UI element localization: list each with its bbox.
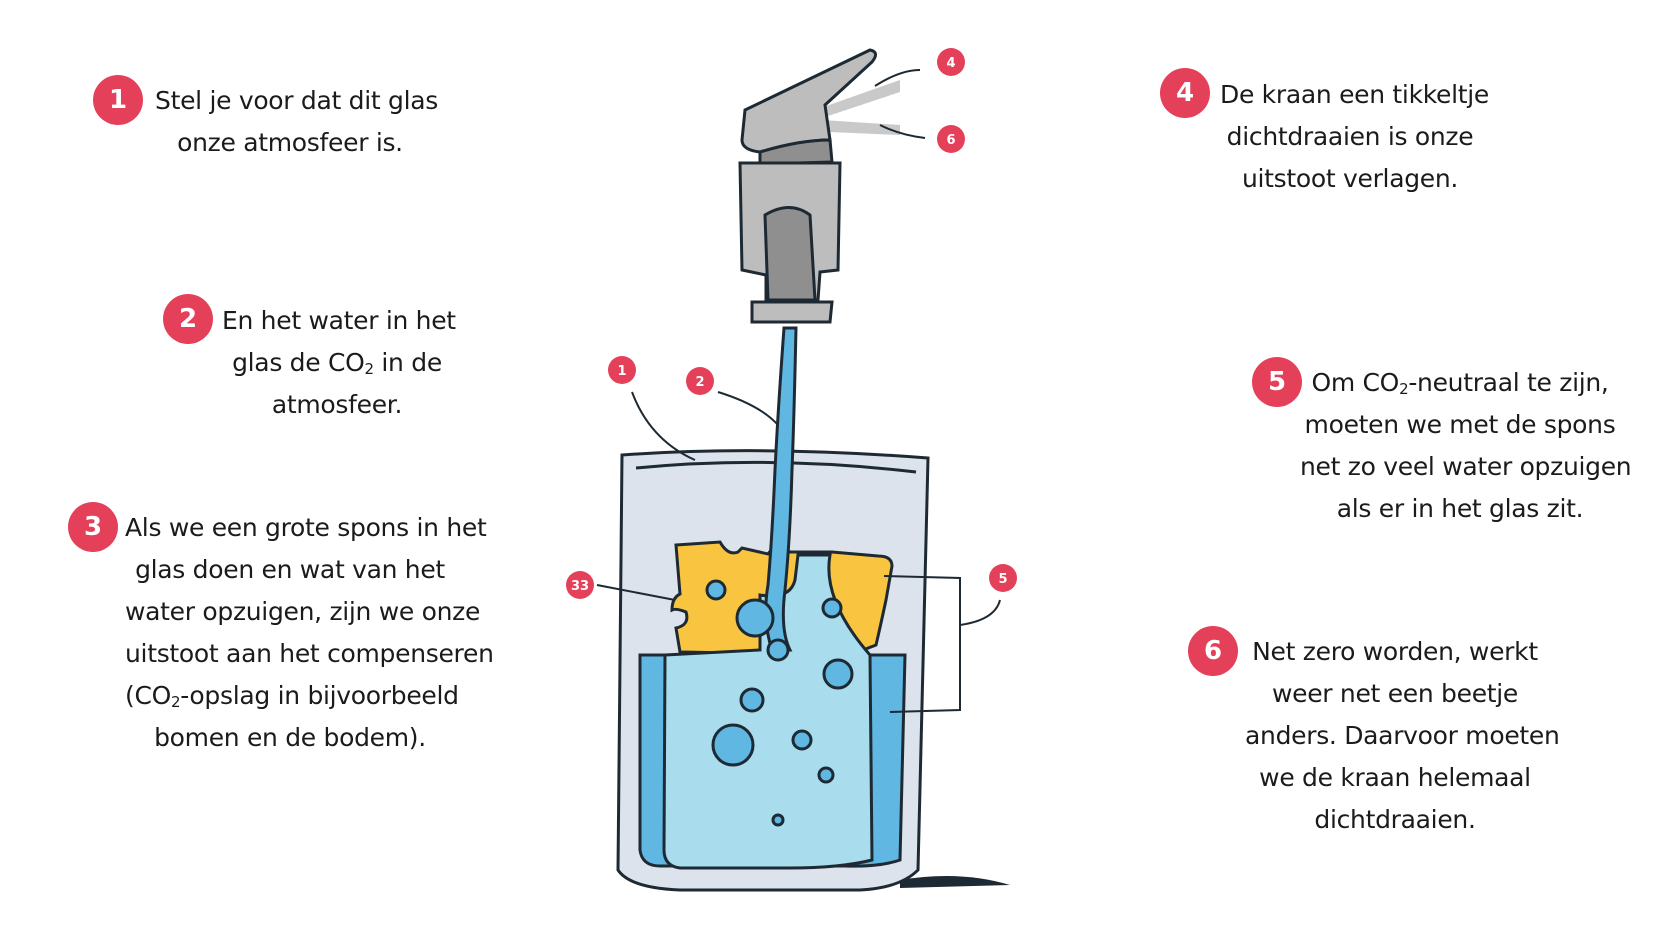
tap-handle-ghost <box>822 120 900 135</box>
marker-6: 6 <box>937 125 965 153</box>
pointer-lines <box>596 69 1001 713</box>
glass-rim <box>635 460 917 474</box>
svg-text:33: 33 <box>571 579 589 594</box>
bubble <box>821 597 843 619</box>
step-badge-5: 5 <box>1252 357 1302 407</box>
diagram-markers: 1 2 33 4 5 6 <box>566 48 1017 599</box>
svg-text:2: 2 <box>695 375 704 390</box>
step-badge-4: 4 <box>1160 68 1210 118</box>
bubble <box>766 638 790 662</box>
bubble <box>739 687 765 713</box>
svg-text:1: 1 <box>617 364 626 379</box>
step-text-2: En het water in het glas de CO2 in de at… <box>222 306 456 419</box>
step-text-3: Als we een grote spons in het glas doen … <box>125 513 494 752</box>
bubble <box>705 579 727 601</box>
bubble <box>771 813 785 827</box>
step-text-5: Om CO2-neutraal te zijn, moeten we met d… <box>1300 368 1632 523</box>
tap <box>738 48 900 324</box>
marker-2: 2 <box>686 367 714 395</box>
bubbles <box>705 579 854 827</box>
marker-3: 33 <box>566 571 594 599</box>
svg-text:4: 4 <box>946 56 955 71</box>
step-text-4: De kraan een tikkeltje dichtdraaien is o… <box>1220 80 1489 193</box>
step-text-1: Stel je voor dat dit glas onze atmosfeer… <box>155 86 438 157</box>
step-text-6: Net zero worden, werkt weer net een beet… <box>1245 637 1560 834</box>
step-badge-6: 6 <box>1188 626 1238 676</box>
bubble <box>711 723 755 767</box>
svg-text:6: 6 <box>946 133 955 148</box>
absorbed-water <box>662 553 874 870</box>
bubble <box>791 729 813 751</box>
step-badge-3: 3 <box>68 502 118 552</box>
tap-handle-ghost <box>815 80 900 118</box>
step-badge-2: 2 <box>163 294 213 344</box>
bubble <box>822 658 854 690</box>
step-badge-1: 1 <box>93 75 143 125</box>
marker-5: 5 <box>989 564 1017 592</box>
svg-text:5: 5 <box>998 572 1007 587</box>
bubble <box>735 598 775 638</box>
tap-spout <box>750 300 834 324</box>
glass-shadow <box>900 876 1010 888</box>
marker-4: 4 <box>937 48 965 76</box>
marker-1: 1 <box>608 356 636 384</box>
bubble <box>817 766 835 784</box>
